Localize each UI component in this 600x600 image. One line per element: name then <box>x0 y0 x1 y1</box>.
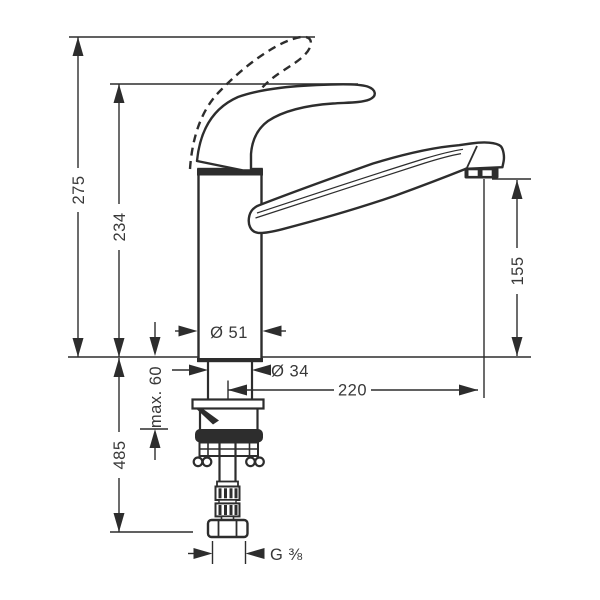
hex-nut <box>206 518 249 539</box>
dimension-155 <box>511 180 523 356</box>
handle-lever <box>195 83 376 172</box>
mounting-assembly <box>191 362 265 539</box>
faucet-outline <box>188 35 506 363</box>
arrow-down-max60 <box>149 337 161 356</box>
dim-label-max60: max. 60 <box>147 366 165 428</box>
dim-label-234: 234 <box>111 212 129 241</box>
faucet-body <box>197 167 263 363</box>
hose-ribs-1 <box>218 488 238 499</box>
arrow-up-234 <box>113 84 125 103</box>
dim-label-g38: G ⅜ <box>270 546 303 564</box>
dim-label-275: 275 <box>70 175 88 204</box>
arrow-down-485 <box>113 513 125 532</box>
arrow-left-34 <box>252 364 271 376</box>
extension-lines <box>68 36 531 564</box>
dimension-max60 <box>149 322 161 460</box>
arrow-up-max60 <box>149 429 161 448</box>
escutcheon-plate <box>191 398 265 410</box>
dimension-275 <box>72 37 84 357</box>
aerator-slot-1 <box>468 170 478 176</box>
screw-foot-1 <box>192 456 204 468</box>
arrow-up-275 <box>72 37 84 56</box>
hose-ribs-2 <box>218 505 238 515</box>
screw-foot-4 <box>254 456 265 468</box>
spout-highlight-line-2 <box>255 153 462 219</box>
screw-foot-3 <box>245 456 256 468</box>
spout-highlight-line-1 <box>256 148 464 214</box>
screw-foot-2 <box>201 456 213 468</box>
spout <box>247 141 506 235</box>
dim-label-220: 220 <box>338 382 367 400</box>
arrow-up-155 <box>511 180 523 199</box>
arrow-right-34 <box>189 364 208 376</box>
dimension-34 <box>172 364 271 376</box>
aerator-slot-2 <box>482 170 492 176</box>
arrow-right-51 <box>178 325 198 337</box>
dim-label-34: Ø 34 <box>271 363 309 381</box>
stability-wedge <box>196 408 219 425</box>
arrow-left-220 <box>228 384 247 396</box>
arrow-left-g38 <box>245 548 265 559</box>
spout-head-bevel <box>465 145 478 170</box>
arrow-down-155 <box>511 337 523 356</box>
dimension-234 <box>113 84 125 357</box>
dim-label-155: 155 <box>509 256 527 285</box>
dim-label-485: 485 <box>111 440 129 469</box>
dimension-g38 <box>188 548 265 559</box>
gasket <box>195 429 263 443</box>
dimension-220 <box>228 384 478 396</box>
body-top-band <box>197 168 263 176</box>
dimension-485 <box>113 358 125 532</box>
dim-label-51: Ø 51 <box>210 324 248 342</box>
arrow-up-485 <box>113 358 125 377</box>
arrow-right-220 <box>459 384 478 396</box>
arrow-down-234 <box>113 338 125 357</box>
dimension-51 <box>175 325 286 337</box>
arrow-down-275 <box>72 338 84 357</box>
arrow-left-51 <box>262 325 282 337</box>
arrow-right-g38 <box>193 548 213 559</box>
